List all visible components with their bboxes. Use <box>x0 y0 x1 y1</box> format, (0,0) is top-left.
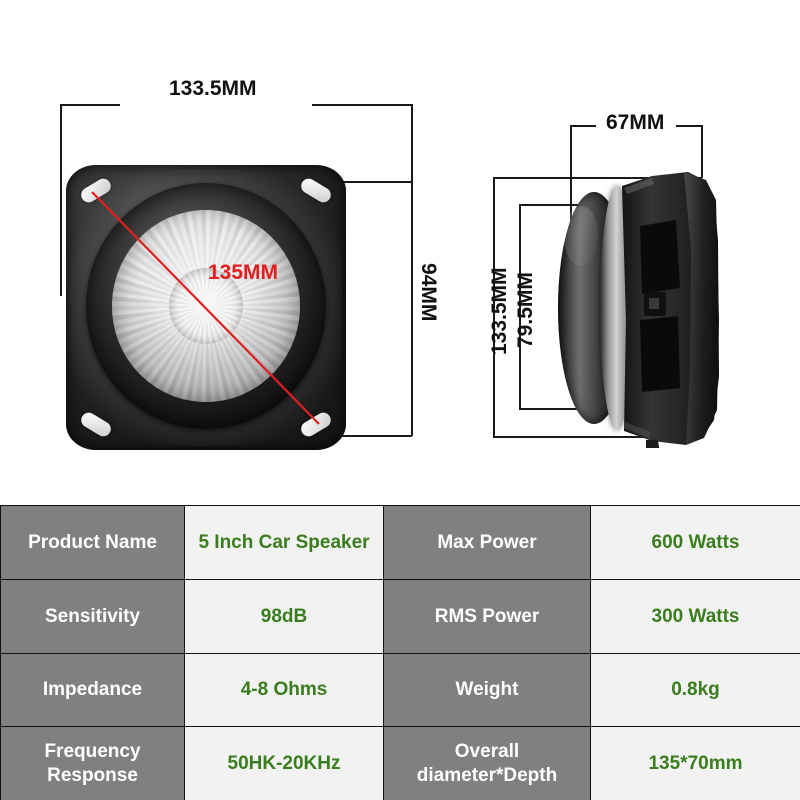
dimension-diagram-area: 133.5MM 94MM 135MM <box>60 77 723 450</box>
spec-key-impedance: Impedance <box>0 652 185 728</box>
front-height-dimension-label: 94MM <box>417 263 440 322</box>
spec-key-sensitivity: Sensitivity <box>0 578 185 654</box>
table-row: Impedance 4-8 Ohms Weight 0.8kg <box>0 652 800 728</box>
side-depth-leader-right <box>676 125 702 127</box>
side-depth-dimension-label: 67MM <box>606 111 665 134</box>
front-diagonal-dimension-label: 135MM <box>208 261 279 284</box>
spec-value-overall-diameter-depth: 135*70mm <box>590 726 800 800</box>
front-view-speaker <box>66 165 346 450</box>
speaker-basket-body <box>622 172 719 448</box>
front-left-extension-line <box>60 104 62 296</box>
front-height-extension <box>411 181 413 436</box>
spec-value-rms-power: 300 Watts <box>590 578 800 654</box>
spec-value-product-name: 5 Inch Car Speaker <box>184 505 384 580</box>
side-depth-leader-left <box>570 125 596 127</box>
side-depth-extension-right <box>701 125 703 178</box>
spec-value-sensitivity: 98dB <box>184 578 384 654</box>
spec-value-frequency-response: 50HK-20KHz <box>184 726 384 800</box>
spec-key-product-name: Product Name <box>0 505 185 580</box>
table-row: Frequency Response 50HK-20KHz Overall di… <box>0 726 800 800</box>
side-inner-extension <box>519 204 521 409</box>
front-width-leader-left <box>60 104 120 106</box>
table-row: Product Name 5 Inch Car Speaker Max Powe… <box>0 505 800 580</box>
side-outer-extension <box>493 177 495 437</box>
specification-table: Product Name 5 Inch Car Speaker Max Powe… <box>0 505 800 800</box>
spec-value-max-power: 600 Watts <box>590 505 800 580</box>
side-outer-leader-bottom <box>493 436 702 438</box>
spec-key-overall-diameter-depth: Overall diameter*Depth <box>383 726 591 800</box>
front-height-leader-bottom <box>332 435 412 437</box>
spec-value-weight: 0.8kg <box>590 652 800 728</box>
spec-key-rms-power: RMS Power <box>383 578 591 654</box>
front-width-dimension-label: 133.5MM <box>169 77 257 100</box>
spec-value-impedance: 4-8 Ohms <box>184 652 384 728</box>
spec-key-max-power: Max Power <box>383 505 591 580</box>
side-outer-diameter-label: 133.5MM <box>488 267 511 355</box>
side-outer-leader-top <box>493 177 702 179</box>
front-width-extension-right <box>411 104 413 181</box>
spec-key-weight: Weight <box>383 652 591 728</box>
table-row: Sensitivity 98dB RMS Power 300 Watts <box>0 578 800 654</box>
side-inner-leader-bottom <box>519 408 598 410</box>
front-height-leader-top <box>332 181 412 183</box>
front-width-leader-right <box>312 104 412 106</box>
side-inner-diameter-label: 79.5MM <box>514 272 537 348</box>
side-inner-leader-top <box>519 204 598 206</box>
side-depth-extension-left <box>570 125 572 280</box>
side-view-speaker <box>558 170 723 448</box>
spec-key-frequency-response: Frequency Response <box>0 726 185 800</box>
